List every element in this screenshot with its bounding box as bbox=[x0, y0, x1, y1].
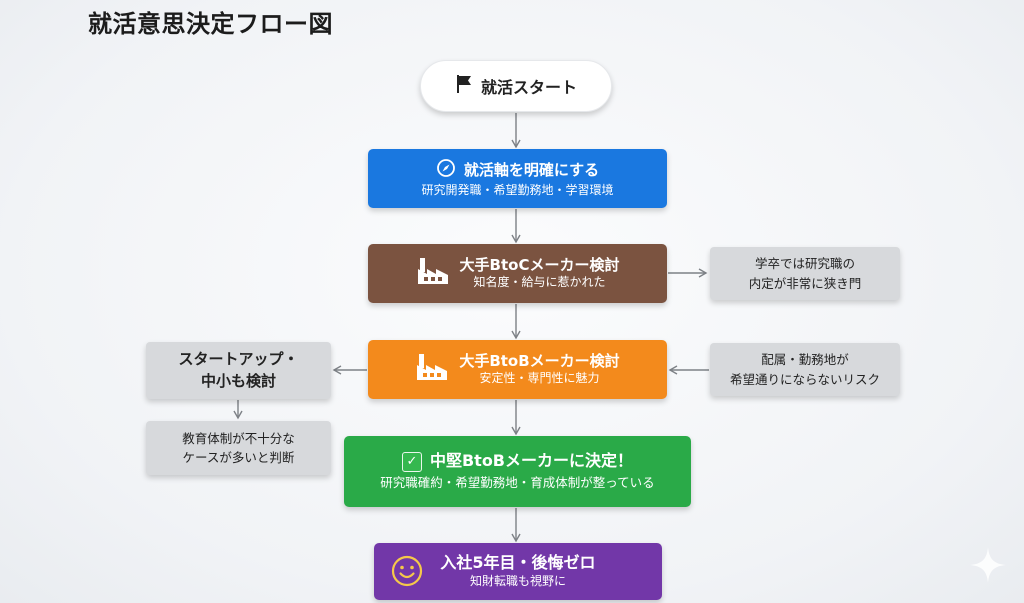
start-node: 就活スタート bbox=[420, 60, 612, 112]
sparkle-icon bbox=[970, 547, 1006, 583]
step-btoc-title: 大手BtoCメーカー検討 bbox=[459, 255, 620, 274]
smile-icon bbox=[391, 555, 423, 587]
note-btoc: 学卒では研究職の 内定が非常に狭き門 bbox=[710, 247, 900, 300]
step-decide: ✓ 中堅BtoBメーカーに決定！ 研究職確約・希望勤務地・育成体制が整っている bbox=[344, 436, 691, 507]
note-startup-line1: スタートアップ・ bbox=[178, 349, 299, 368]
note-startup: スタートアップ・ 中小も検討 bbox=[146, 342, 331, 399]
step-result-subtitle: 知財転職も視野に bbox=[469, 574, 566, 589]
step-btoc-subtitle: 知名度・給与に惹かれた bbox=[473, 275, 606, 290]
factory-icon bbox=[416, 256, 450, 292]
flag-icon bbox=[455, 74, 473, 98]
note-btob-line1: 配属・勤務地が bbox=[761, 352, 849, 368]
note-btoc-line2: 内定が非常に狭き門 bbox=[748, 275, 862, 291]
step-btob: 大手BtoBメーカー検討 安定性・専門性に魅力 bbox=[368, 340, 667, 399]
note-edu: 教育体制が不十分な ケースが多いと判断 bbox=[146, 421, 331, 475]
note-btob-line2: 希望通りにならないリスク bbox=[729, 371, 880, 387]
note-btoc-line1: 学卒では研究職の bbox=[754, 256, 855, 272]
factory-icon bbox=[415, 352, 449, 388]
step-result-title: 入社5年目・後悔ゼロ bbox=[440, 553, 596, 573]
step-axis-subtitle: 研究開発職・希望勤務地・学習環境 bbox=[421, 183, 614, 198]
note-startup-line2: 中小も検討 bbox=[200, 371, 276, 390]
note-edu-line1: 教育体制が不十分な bbox=[182, 430, 295, 446]
page-title: 就活意思決定フロー図 bbox=[88, 10, 333, 38]
step-axis: 就活軸を明確にする 研究開発職・希望勤務地・学習環境 bbox=[368, 149, 667, 208]
step-decide-subtitle: 研究職確約・希望勤務地・育成体制が整っている bbox=[380, 475, 655, 491]
step-decide-title: 中堅BtoBメーカーに決定！ bbox=[429, 451, 634, 471]
note-btob: 配属・勤務地が 希望通りにならないリスク bbox=[710, 343, 900, 396]
check-icon: ✓ bbox=[401, 451, 422, 472]
start-label: 就活スタート bbox=[480, 78, 577, 97]
note-edu-line2: ケースが多いと判断 bbox=[182, 450, 295, 465]
step-btoc: 大手BtoCメーカー検討 知名度・給与に惹かれた bbox=[368, 244, 667, 303]
step-btob-title: 大手BtoBメーカー検討 bbox=[459, 351, 620, 370]
step-btob-subtitle: 安定性・専門性に魅力 bbox=[479, 371, 600, 386]
step-axis-title: 就活軸を明確にする bbox=[463, 160, 600, 179]
compass-icon bbox=[436, 158, 456, 184]
